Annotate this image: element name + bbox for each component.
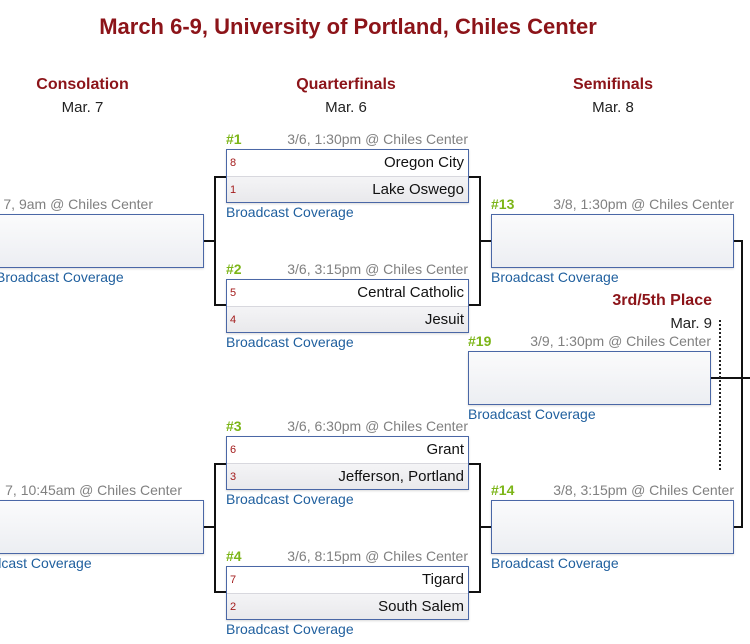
broadcast-coverage-link[interactable]: Broadcast Coverage xyxy=(0,269,124,285)
bracket-line xyxy=(469,463,481,465)
bracket-line xyxy=(469,591,481,593)
matchup-box[interactable]: 7 Tigard 2 South Salem xyxy=(226,566,469,620)
bracket-line xyxy=(734,240,743,242)
semifinals-header: Semifinals xyxy=(572,76,654,93)
team-row[interactable]: 2 South Salem xyxy=(227,593,468,619)
game-info: 3/8, 3:15pm @ Chiles Center xyxy=(553,482,734,498)
broadcast-coverage-link[interactable]: Broadcast Coverage xyxy=(226,491,354,507)
broadcast-coverage-link[interactable]: Broadcast Coverage xyxy=(226,204,354,220)
team-seed: 2 xyxy=(230,601,237,613)
broadcast-coverage-link[interactable]: Broadcast Coverage xyxy=(468,406,596,422)
game-number: #14 xyxy=(491,482,515,498)
team-seed: 8 xyxy=(230,157,237,169)
bracket-line xyxy=(469,176,481,178)
team-seed: 4 xyxy=(230,314,237,326)
bracket-line xyxy=(479,240,491,242)
team-row[interactable]: 4 Jesuit xyxy=(227,306,468,332)
bracket-line xyxy=(479,526,491,528)
team-name: Jefferson, Portland xyxy=(338,468,464,485)
team-name: Grant xyxy=(426,441,464,458)
team-seed: 3 xyxy=(230,471,237,483)
bracket-line xyxy=(214,304,226,306)
team-row[interactable]: 6 Grant xyxy=(227,437,468,463)
consolation-date: Mar. 7 xyxy=(61,99,104,116)
game-info: 3/6, 6:30pm @ Chiles Center xyxy=(287,418,468,434)
team-row[interactable]: 8 Oregon City xyxy=(227,150,468,176)
team-name: Tigard xyxy=(422,571,464,588)
matchup-box[interactable] xyxy=(468,351,711,405)
matchup-box[interactable] xyxy=(0,500,204,554)
team-seed: 7 xyxy=(230,574,237,586)
game-info: 3/8, 1:30pm @ Chiles Center xyxy=(553,196,734,212)
game-number: #2 xyxy=(226,261,242,277)
bracket-line xyxy=(469,304,481,306)
broadcast-coverage-link[interactable]: Broadcast Coverage xyxy=(0,555,92,571)
third-fifth-header: 3rd/5th Place xyxy=(612,292,712,309)
matchup-box[interactable]: 6 Grant 3 Jefferson, Portland xyxy=(226,436,469,490)
bracket-line xyxy=(711,377,750,379)
third-fifth-date: Mar. 9 xyxy=(670,315,712,332)
broadcast-coverage-link[interactable]: Broadcast Coverage xyxy=(226,334,354,350)
game-number: #4 xyxy=(226,548,242,564)
bracket-line xyxy=(479,463,481,593)
matchup-box[interactable] xyxy=(491,214,734,268)
game-number: #19 xyxy=(468,333,492,349)
bracket-line xyxy=(214,176,226,178)
game-number: #13 xyxy=(491,196,515,212)
team-name: Jesuit xyxy=(424,311,464,328)
team-seed: 6 xyxy=(230,444,237,456)
team-name: Lake Oswego xyxy=(372,181,464,198)
quarterfinals-header: Quarterfinals xyxy=(296,76,396,93)
team-name: Oregon City xyxy=(383,154,464,171)
game-info: 3/6, 8:15pm @ Chiles Center xyxy=(287,548,468,564)
team-row[interactable]: 1 Lake Oswego xyxy=(227,176,468,202)
broadcast-coverage-link[interactable]: Broadcast Coverage xyxy=(226,621,354,637)
bracket-line xyxy=(214,463,216,593)
matchup-box[interactable] xyxy=(0,214,204,268)
team-seed: 5 xyxy=(230,287,237,299)
game-number: #3 xyxy=(226,418,242,434)
team-name: Central Catholic xyxy=(357,284,464,301)
broadcast-coverage-link[interactable]: Broadcast Coverage xyxy=(491,555,619,571)
game-number: #1 xyxy=(226,131,242,147)
team-row[interactable]: 5 Central Catholic xyxy=(227,280,468,306)
matchup-box[interactable]: 8 Oregon City 1 Lake Oswego xyxy=(226,149,469,203)
bracket-line xyxy=(734,526,743,528)
broadcast-coverage-link[interactable]: Broadcast Coverage xyxy=(491,269,619,285)
bracket-line xyxy=(204,526,216,528)
bracket-line xyxy=(214,463,226,465)
quarterfinals-date: Mar. 6 xyxy=(325,99,367,116)
game-info: 7, 10:45am @ Chiles Center xyxy=(5,482,182,498)
bracket-line xyxy=(214,591,226,593)
bracket-line xyxy=(214,176,216,306)
dotted-bracket-line xyxy=(719,320,721,470)
team-row[interactable]: 3 Jefferson, Portland xyxy=(227,463,468,489)
matchup-box[interactable] xyxy=(491,500,734,554)
bracket-line xyxy=(204,240,216,242)
game-info: 3/6, 1:30pm @ Chiles Center xyxy=(287,131,468,147)
game-info: 3/9, 1:30pm @ Chiles Center xyxy=(530,333,711,349)
matchup-box[interactable]: 5 Central Catholic 4 Jesuit xyxy=(226,279,469,333)
game-info: 7, 9am @ Chiles Center xyxy=(3,196,153,212)
game-info: 3/6, 3:15pm @ Chiles Center xyxy=(287,261,468,277)
team-seed: 1 xyxy=(230,184,237,196)
consolation-header: Consolation xyxy=(36,76,129,93)
semifinals-date: Mar. 8 xyxy=(592,99,634,116)
page-title: March 6-9, University of Portland, Chile… xyxy=(99,14,597,39)
team-name: South Salem xyxy=(378,598,464,615)
bracket-line xyxy=(741,240,743,528)
team-row[interactable]: 7 Tigard xyxy=(227,567,468,593)
